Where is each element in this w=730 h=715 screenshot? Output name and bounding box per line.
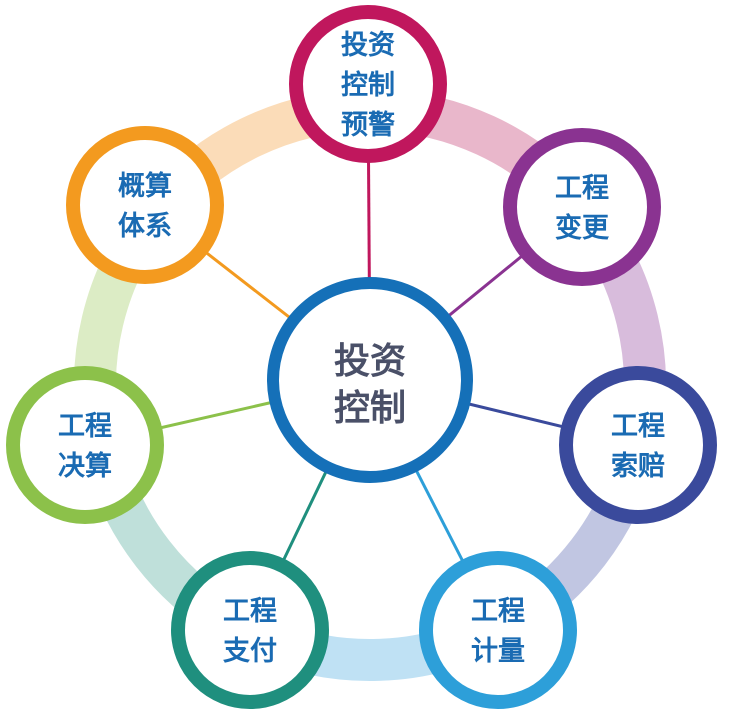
node-label-line: 索赔	[611, 451, 665, 482]
node-label-line: 工程	[223, 596, 277, 627]
node-label-line: 控制	[341, 70, 395, 101]
node-circle	[6, 366, 164, 524]
node-label-line: 计量	[471, 636, 525, 667]
center-label-line-2: 控制	[334, 388, 406, 429]
node-label-line: 预警	[341, 110, 395, 141]
node-label-line: 决算	[58, 450, 112, 482]
node-label-line: 工程	[611, 411, 665, 442]
node-circle	[419, 551, 577, 709]
node-label-line: 支付	[223, 636, 277, 667]
node-circle	[66, 126, 224, 284]
center-node: 投资 控制	[267, 277, 473, 483]
node-circle	[559, 366, 717, 524]
node-label-line: 体系	[118, 211, 172, 242]
node-label-line: 工程	[58, 411, 112, 442]
node-circle	[503, 128, 661, 286]
node-label-line: 投资	[341, 30, 395, 61]
node-label-line: 工程	[471, 596, 525, 627]
node-circle	[289, 5, 447, 163]
center-circle	[267, 277, 473, 483]
node-label-line: 工程	[555, 173, 609, 204]
node-circle	[171, 551, 329, 709]
node-label-line: 变更	[555, 212, 610, 244]
node-label-line: 概算	[118, 170, 172, 202]
center-label-line-1: 投资	[334, 341, 406, 382]
